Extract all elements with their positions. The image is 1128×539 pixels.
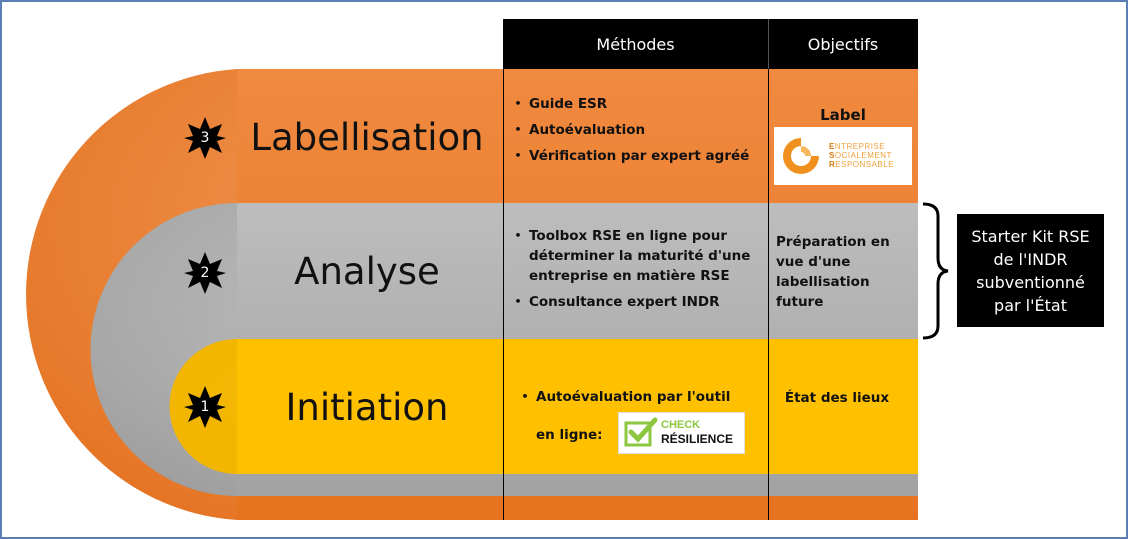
check-logo-line-1: CHECK xyxy=(661,419,701,431)
method-item: •Autoévaluation par l'outil xyxy=(521,389,731,405)
method-item: •Guide ESR xyxy=(514,96,608,112)
esr-logo-line-1: ENTREPRISE xyxy=(829,142,886,151)
level-2-title: Analyse xyxy=(294,249,440,293)
esr-swirl-icon xyxy=(783,138,819,174)
esr-logo-line-3: RESPONSABLE xyxy=(829,160,895,169)
methods-header: Méthodes xyxy=(503,19,768,69)
level-1-badge: 1 xyxy=(183,385,227,429)
methods-divider xyxy=(503,69,504,520)
level-1-methods: •Autoévaluation par l'outil en ligne: xyxy=(514,387,764,443)
level-3-number: 3 xyxy=(200,130,210,146)
check-resilience-logo: CHECK RÉSILIENCE xyxy=(618,412,745,454)
method-item: •Autoévaluation xyxy=(514,122,646,138)
level-1-objective: État des lieux xyxy=(784,390,890,406)
level-3-title: Labellisation xyxy=(250,115,484,159)
objectives-header: Objectifs xyxy=(768,19,918,69)
method-item: •Vérification par expert agréé xyxy=(514,148,750,164)
level-2-number: 2 xyxy=(200,265,210,281)
star-badge-icon xyxy=(184,386,226,428)
esr-label-logo: ENTREPRISE SOCIALEMENT RESPONSABLE xyxy=(774,127,912,185)
method-item-continuation: en ligne: xyxy=(536,427,603,443)
level-2-badge: 2 xyxy=(183,251,227,295)
method-item: •Toolbox RSE en ligne pour déterminer la… xyxy=(514,228,751,284)
check-logo-line-2: RÉSILIENCE xyxy=(661,432,734,446)
checkmark-icon xyxy=(624,417,658,447)
bracket-icon xyxy=(922,202,949,340)
level-3-objective: Label xyxy=(820,106,866,124)
star-badge-icon xyxy=(184,117,226,159)
method-item: •Consultance expert INDR xyxy=(514,294,720,310)
level-2-methods: •Toolbox RSE en ligne pour déterminer la… xyxy=(507,226,765,318)
objectives-divider xyxy=(768,69,769,520)
level-3-badge: 3 xyxy=(183,116,227,160)
level-3-methods: •Guide ESR •Autoévaluation •Vérification… xyxy=(507,94,767,172)
star-badge-icon xyxy=(184,252,226,294)
level-1-number: 1 xyxy=(200,399,210,415)
level-1-title: Initiation xyxy=(285,385,449,429)
starter-kit-box: Starter Kit RSE de l'INDR subventionné p… xyxy=(957,214,1104,327)
level-2-objective: Préparation en vue d'une labellisation f… xyxy=(776,234,890,310)
esr-logo-line-2: SOCIALEMENT xyxy=(829,151,892,160)
